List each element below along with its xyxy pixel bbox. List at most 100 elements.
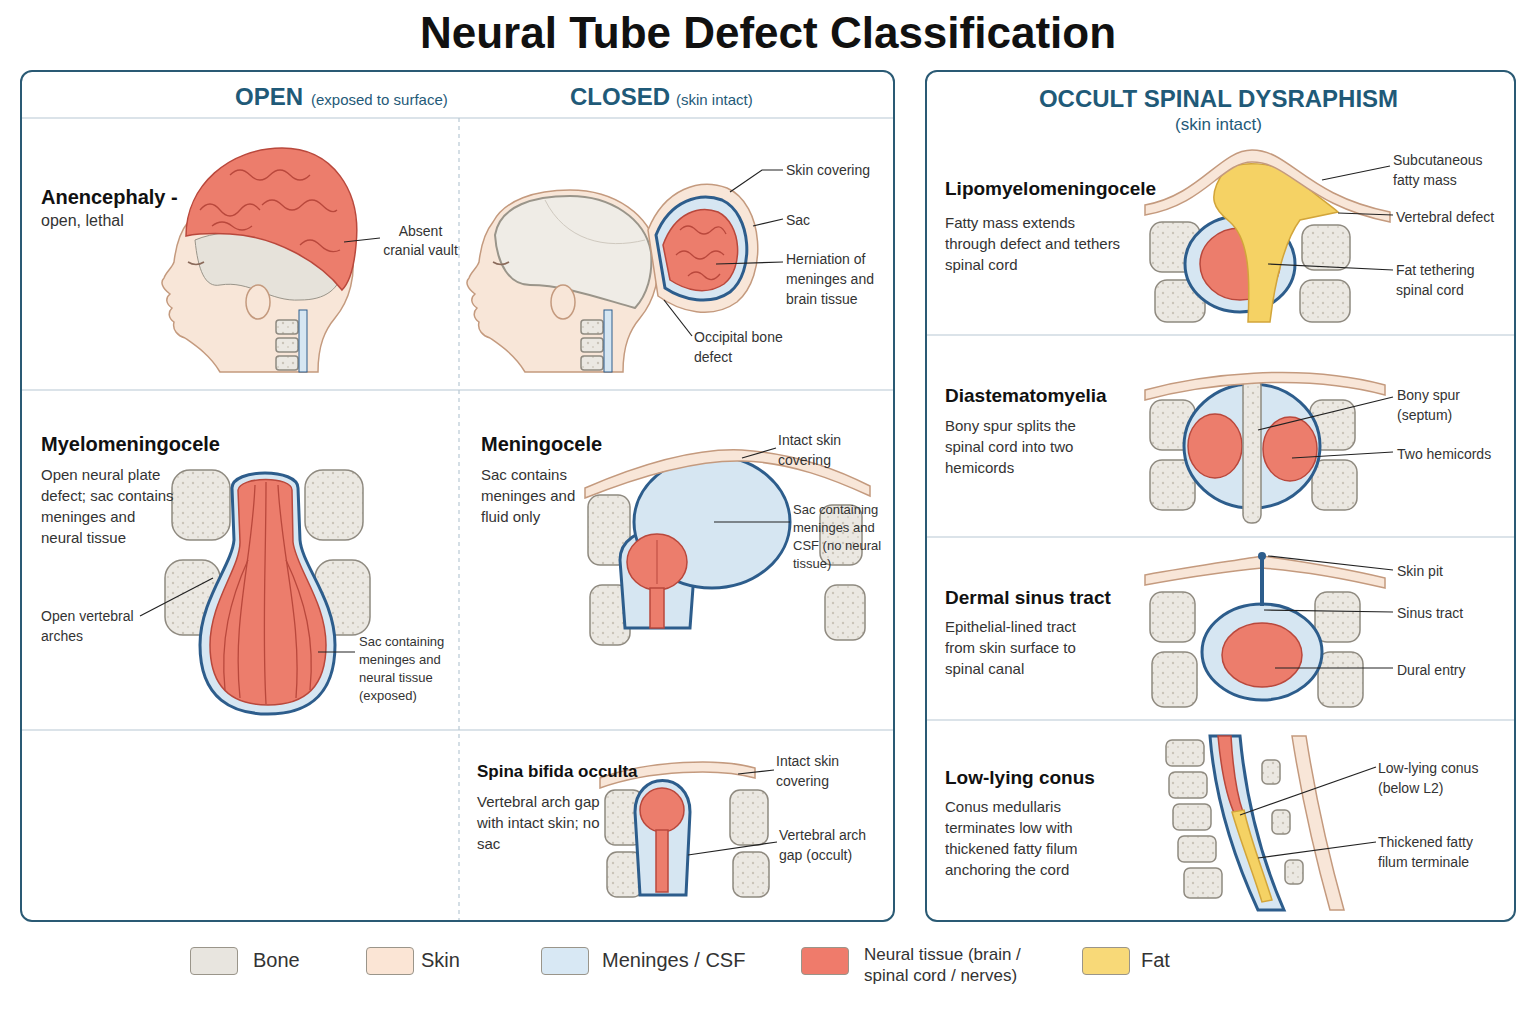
leader-line [742, 448, 776, 458]
defect-cell: DiastematomyeliaBony spur splits the spi… [926, 336, 1515, 536]
legend-text: Fat [1141, 949, 1170, 972]
vertebra [276, 338, 298, 352]
defect-cell: LipomyelomeningoceleFatty mass extends t… [926, 140, 1515, 335]
ear [551, 285, 575, 319]
node-text: Conus medullaris terminates low with thi… [945, 796, 1095, 880]
node-text: Sac contains meninges and fluid only [481, 464, 581, 527]
nerve-roots [656, 830, 668, 892]
vertebra [581, 356, 603, 370]
callout-label: Skin covering [786, 160, 870, 180]
node-text: (exposed to surface) [311, 89, 448, 110]
sac-meninges [200, 473, 335, 714]
bony-spur [1243, 378, 1261, 523]
node-heading: Anencephaly - [41, 183, 178, 211]
callout-label: Bony spur (septum) [1397, 385, 1487, 425]
vertebra [825, 585, 865, 640]
legend-swatch [801, 947, 849, 975]
node-heading: Spina bifida occulta [477, 760, 638, 783]
callout-label: Absent cranial vault [378, 222, 463, 260]
vertebra [1150, 592, 1195, 642]
cord-fissure [657, 540, 658, 584]
callout-label: Open vertebral arches [41, 606, 141, 646]
callout-label: Sac [786, 210, 810, 230]
fatty-filum [1232, 810, 1272, 902]
leader-line [1264, 610, 1393, 612]
spinal-canal [1202, 604, 1322, 700]
node-heading: Dermal sinus tract [945, 585, 1111, 611]
legend-text: Skin [421, 949, 460, 972]
spinal-cord [627, 534, 687, 590]
callout-label: Vertebral defect [1396, 207, 1494, 227]
leader-line [716, 262, 783, 264]
skull [495, 196, 651, 308]
spinal-canal [604, 310, 612, 372]
vertebra [1318, 652, 1363, 707]
neural-fold [224, 560, 248, 690]
skin-layer [1145, 372, 1385, 400]
grid-line [21, 729, 894, 730]
gyrus [300, 240, 340, 252]
leader-line [140, 578, 213, 616]
legend-swatch [366, 947, 414, 975]
sinus-tract [1260, 558, 1264, 606]
skin-layer [1292, 736, 1344, 910]
herniated-brain [663, 210, 738, 291]
vertebral-body [1169, 772, 1207, 798]
grid-line [21, 389, 894, 390]
grid-line [926, 334, 1515, 335]
leader-line [1258, 397, 1393, 430]
callout-label: Sac containing meninges and CSF (no neur… [793, 501, 893, 573]
spinous-process [1262, 760, 1280, 784]
vertebra [1152, 652, 1197, 707]
legend-text: Bone [253, 949, 300, 972]
grid-line [926, 536, 1515, 537]
vertebra [276, 320, 298, 334]
spinous-process [1272, 810, 1290, 834]
vertebra [276, 356, 298, 370]
vertebra [1312, 460, 1357, 510]
csf-sac [634, 456, 790, 588]
defect-cell: Low-lying conusConus medullaris terminat… [926, 721, 1515, 920]
callout-label: Subcutaneous fatty mass [1393, 150, 1503, 190]
lipomyelomeningocele-illustration [1145, 150, 1393, 322]
node-heading: OCCULT SPINAL DYSRAPHISM [925, 82, 1512, 115]
sac-meninges [656, 197, 747, 300]
node-text: (skin intact) [925, 113, 1512, 136]
legend-text: Meninges / CSF [602, 949, 745, 972]
node-text: Fatty mass extends through defect and te… [945, 212, 1125, 275]
vertebra [730, 790, 768, 845]
callout-label: Fat tethering spinal cord [1396, 260, 1506, 300]
vertebral-body [1178, 836, 1216, 862]
gyrus [680, 226, 726, 234]
vertebral-body [1173, 804, 1211, 830]
callout-label: Occipital bone defect [694, 327, 789, 367]
callout-label: Sinus tract [1397, 603, 1463, 623]
gyrus [200, 204, 260, 216]
gyrus [230, 170, 310, 180]
vertebra [581, 338, 603, 352]
node-heading: Meningocele [481, 430, 602, 458]
vertebra [1315, 592, 1360, 642]
callout-label: Intact skin covering [776, 751, 856, 791]
leader-line [714, 521, 790, 522]
callout-label: Thickened fatty filum terminale [1378, 832, 1493, 872]
skin-pit [1258, 552, 1266, 560]
leader-line [1322, 166, 1390, 180]
callout-label: Two hemicords [1397, 444, 1491, 464]
grid-line [926, 719, 1515, 720]
vertebral-body [1184, 868, 1222, 898]
grid-line [458, 118, 459, 920]
leader-line [1268, 556, 1393, 570]
spinal-cord [640, 788, 684, 832]
leader-line [730, 170, 783, 192]
vertebra [1302, 225, 1350, 270]
sac-skin [648, 184, 758, 312]
spinal-canal [635, 781, 690, 896]
leader-line [1268, 264, 1393, 270]
skin-layer [1145, 556, 1385, 588]
neural-fold [286, 560, 311, 690]
callout-label: Dural entry [1397, 660, 1465, 680]
neural-fold [238, 485, 255, 698]
